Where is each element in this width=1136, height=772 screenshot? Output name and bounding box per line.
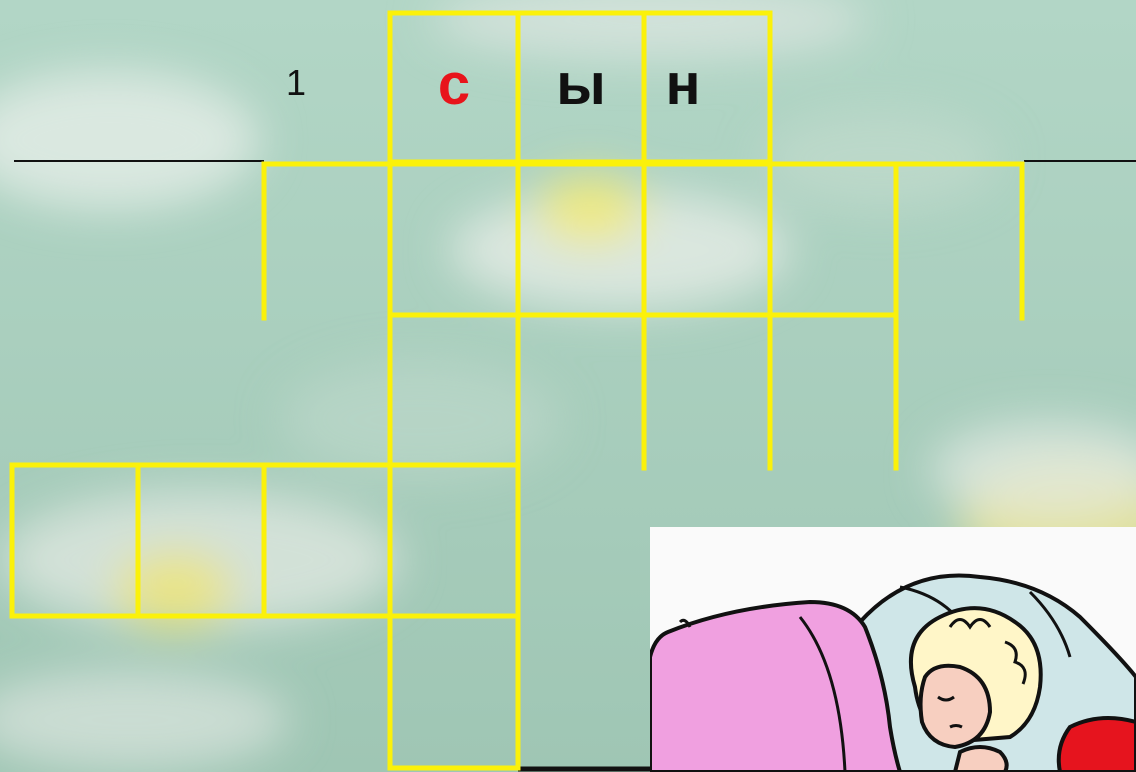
cell-row4-1 [12, 465, 138, 616]
crossword-letter-3: н [623, 56, 743, 114]
sleeping-child-picture [650, 527, 1136, 772]
cell-row5-1 [390, 616, 518, 768]
crossword-letter-1: с [394, 56, 514, 114]
cell-row4-3 [264, 465, 390, 616]
clue-number: 1 [286, 62, 306, 104]
cell-row4-4 [390, 465, 518, 616]
cell-row4-2 [138, 465, 264, 616]
sleeping-child-icon [650, 527, 1136, 772]
